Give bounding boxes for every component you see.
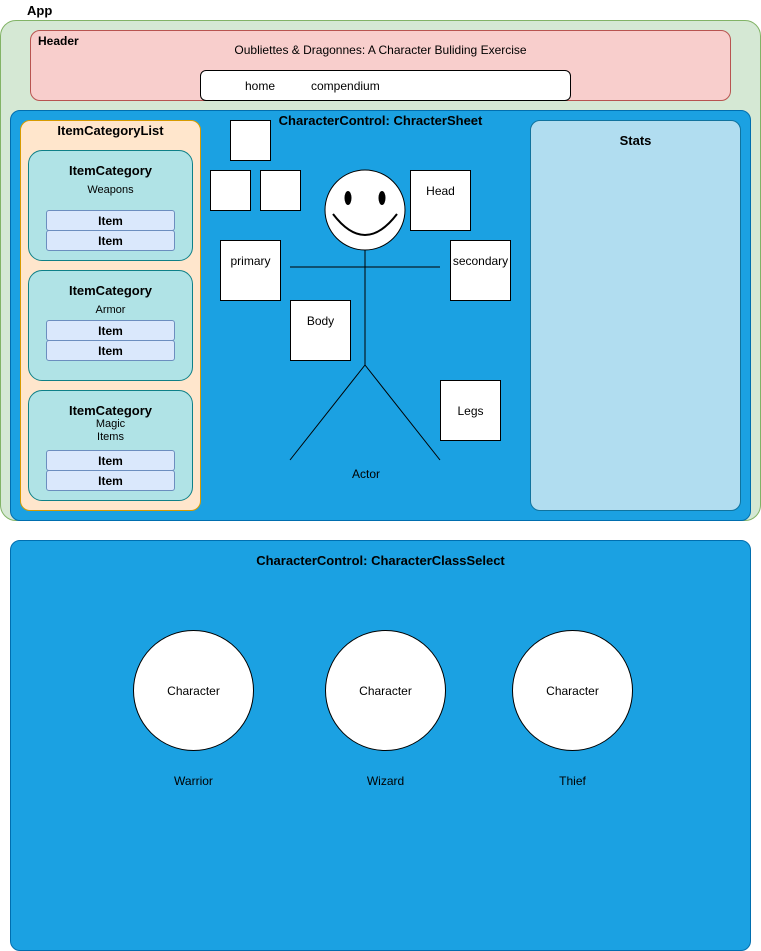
character-option-warrior[interactable]: Character — [133, 630, 254, 751]
secondary-slot[interactable] — [450, 240, 511, 301]
empty-slot[interactable] — [260, 170, 301, 211]
actor-left-leg — [289, 364, 366, 461]
smiley-face-icon — [324, 169, 406, 251]
empty-slot[interactable] — [210, 170, 251, 211]
body-slot-label: Body — [306, 314, 335, 328]
item-category-name: Magic — [95, 418, 126, 430]
item-category-list-label: ItemCategoryList — [57, 123, 164, 138]
header-label: Header — [38, 34, 79, 48]
actor-label: Actor — [351, 467, 380, 481]
item-entry[interactable]: Item — [46, 340, 175, 361]
nav-bar — [200, 70, 571, 101]
character-option-thief[interactable]: Character — [512, 630, 633, 751]
empty-slot[interactable] — [230, 120, 271, 161]
smile-mouth — [332, 213, 398, 236]
item-category-name: Armor — [95, 304, 126, 316]
legs-slot[interactable] — [440, 380, 501, 441]
legs-slot-label: Legs — [457, 404, 484, 418]
nav-compendium-link[interactable]: compendium — [311, 79, 380, 93]
body-slot[interactable] — [290, 300, 351, 361]
header-title: Oubliettes & Dragonnes: A Character Buli… — [234, 43, 527, 57]
right-eye — [378, 191, 386, 205]
item-category-name: Weapons — [87, 184, 134, 196]
item-entry[interactable]: Item — [46, 230, 175, 251]
item-entry[interactable]: Item — [46, 470, 175, 491]
item-category-title: ItemCategory — [68, 403, 153, 418]
character-class-name: Wizard — [366, 774, 405, 788]
head-slot-label: Head — [426, 184, 455, 198]
primary-slot-label: primary — [230, 254, 271, 268]
head-slot[interactable] — [410, 170, 471, 231]
left-eye — [344, 191, 352, 205]
stats-panel — [530, 120, 741, 511]
item-category-title: ItemCategory — [68, 163, 153, 178]
item-category-name: Items — [97, 431, 124, 443]
item-category-title: ItemCategory — [68, 283, 153, 298]
character-sheet-label: CharacterControl: ChracterSheet — [278, 113, 483, 128]
character-option-wizard[interactable]: Character — [325, 630, 446, 751]
character-class-name: Thief — [559, 774, 586, 788]
secondary-slot-label: secondary — [452, 254, 509, 268]
character-class-name: Warrior — [174, 774, 213, 788]
character-class-select-label: CharacterControl: CharacterClassSelect — [256, 553, 505, 568]
primary-slot[interactable] — [220, 240, 281, 301]
nav-home-link[interactable]: home — [245, 79, 276, 93]
actor-right-leg — [364, 364, 441, 461]
app-label: App — [27, 3, 53, 18]
stats-label: Stats — [619, 133, 652, 148]
